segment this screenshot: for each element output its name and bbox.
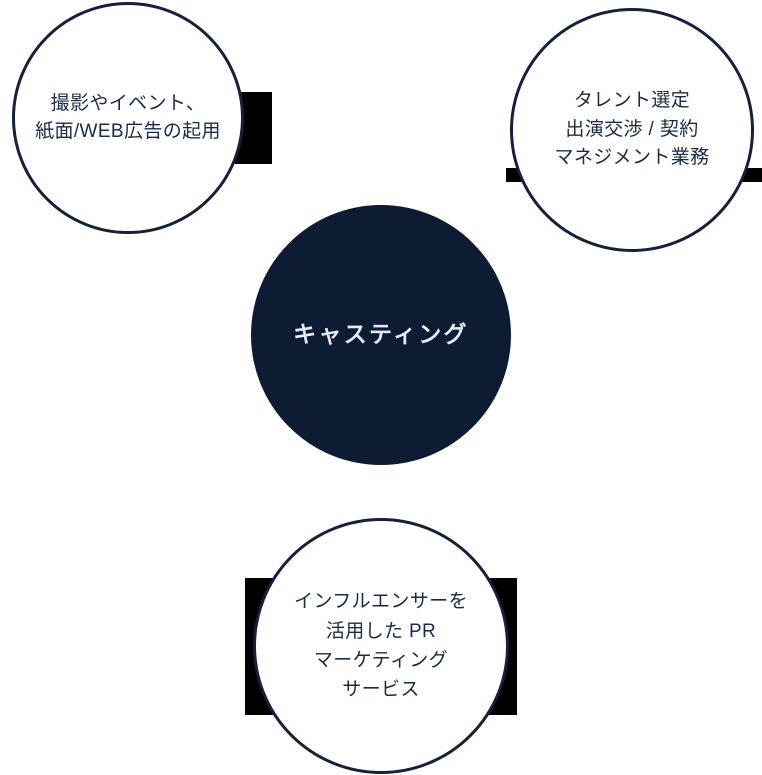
node-circle-influencer-pr[interactable]: インフルエンサーを 活用した PR マーケティング サービス (253, 518, 509, 774)
node-label-influencer-pr: インフルエンサーを 活用した PR マーケティング サービス (294, 591, 468, 701)
node-circle-casting-core[interactable]: キャスティング (251, 205, 511, 465)
node-label-talent-management: タレント選定 出演交渉 / 契約 マネジメント業務 (554, 90, 710, 169)
node-label-shooting-event: 撮影やイベント、 紙面/WEB広告の起用 (35, 92, 221, 143)
node-label-casting-core: キャスティング (293, 321, 469, 348)
node-circle-talent-management[interactable]: タレント選定 出演交渉 / 契約 マネジメント業務 (510, 8, 754, 252)
node-circle-shooting-event[interactable]: 撮影やイベント、 紙面/WEB広告の起用 (12, 2, 244, 234)
